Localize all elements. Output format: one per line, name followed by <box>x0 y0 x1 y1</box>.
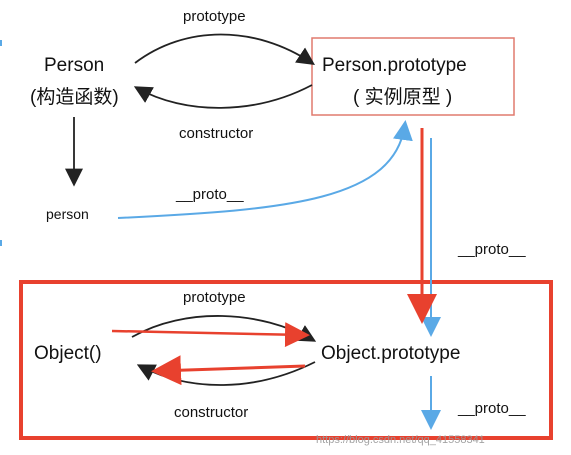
label-prototype-bottom: prototype <box>183 289 246 306</box>
left-edge-mark <box>0 240 2 246</box>
edge-proto-person <box>117 120 413 219</box>
edge-prototype-top <box>134 33 315 65</box>
node-person-prototype: Person.prototype <box>322 55 467 76</box>
label-proto-bottom: __proto__ <box>458 400 526 417</box>
label-proto-right: __proto__ <box>458 241 526 258</box>
node-person-constructor: Person <box>44 55 105 76</box>
node-person-instance: person <box>46 206 89 222</box>
edge-prototype-bottom-red <box>111 322 310 348</box>
label-constructor-top: constructor <box>179 125 254 142</box>
person-prototype-box <box>311 37 515 116</box>
node-object-constructor: Object() <box>34 343 102 364</box>
label-constructor-bottom: constructor <box>174 404 249 421</box>
label-proto-person: __proto__ <box>176 186 244 203</box>
edge-constructor-bottom-red <box>151 355 306 386</box>
left-edge-mark <box>0 40 2 46</box>
node-object-prototype: Object.prototype <box>321 343 461 364</box>
object-highlight-box <box>19 280 553 440</box>
node-person-constructor-sub: (构造函数) <box>30 87 119 108</box>
label-prototype-top: prototype <box>183 8 246 25</box>
edge-prototype-bottom <box>131 315 317 342</box>
edge-constructor-top <box>133 84 313 109</box>
node-person-prototype-sub: ( 实例原型 ) <box>353 87 453 108</box>
watermark-text: https://blog.csdn.net/qq_41558341 <box>316 434 485 446</box>
